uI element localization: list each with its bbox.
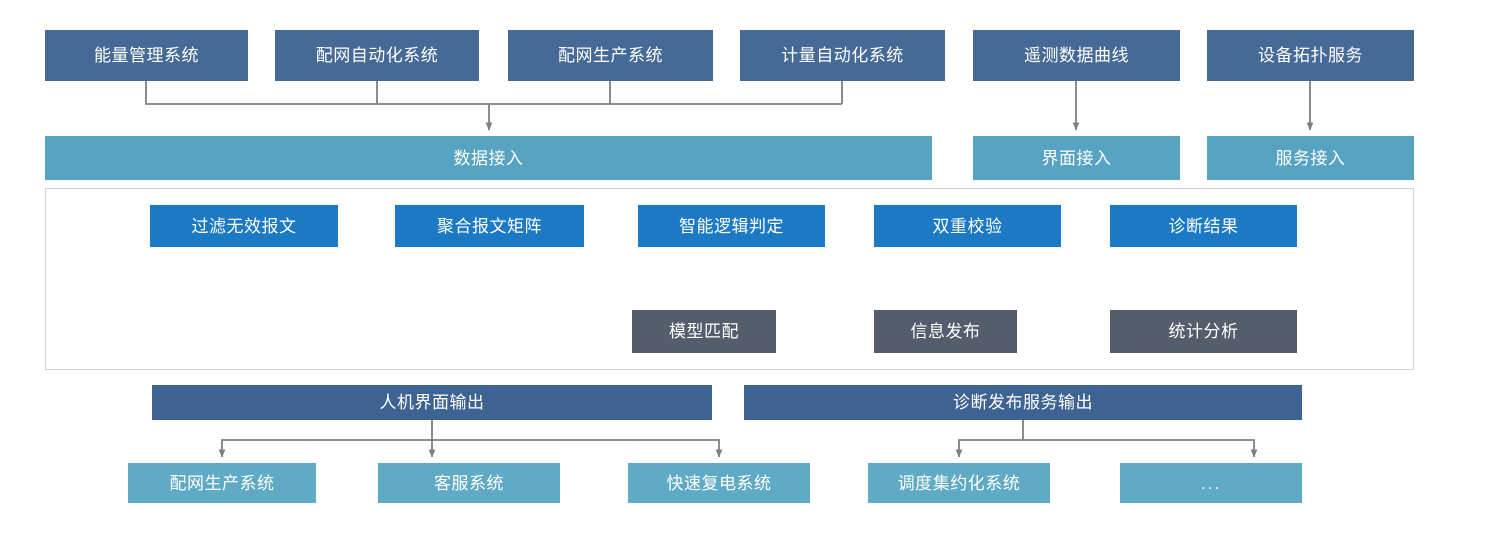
access-bar-data[interactable]: 数据接入 [45,136,932,180]
flow-step-1[interactable]: 过滤无效报文 [150,205,338,247]
flow-step-4[interactable]: 双重校验 [874,205,1061,247]
result-action-statistics[interactable]: 统计分析 [1110,310,1297,353]
access-bar-interface[interactable]: 界面接入 [973,136,1180,180]
consumer-box-2[interactable]: 客服系统 [378,463,560,503]
result-action-model-match[interactable]: 模型匹配 [632,310,776,353]
edge-src1-bus [145,81,842,105]
flow-step-5[interactable]: 诊断结果 [1110,205,1297,247]
edge-hmi-c1 [218,420,433,458]
consumer-box-1[interactable]: 配网生产系统 [128,463,316,503]
source-box-1[interactable]: 能量管理系统 [45,30,248,81]
edge-pub-c4 [955,420,1024,458]
consumer-box-5[interactable]: ... [1120,463,1302,503]
source-box-5[interactable]: 遥测数据曲线 [973,30,1180,81]
source-box-2[interactable]: 配网自动化系统 [275,30,479,81]
edge-pub-c5 [1023,439,1258,458]
output-bar-publish-service[interactable]: 诊断发布服务输出 [744,385,1302,420]
source-box-6[interactable]: 设备拓扑服务 [1207,30,1414,81]
result-action-info-publish[interactable]: 信息发布 [874,310,1017,353]
edge-hmi-c3 [432,439,723,458]
access-bar-service[interactable]: 服务接入 [1207,136,1414,180]
consumer-box-4[interactable]: 调度集约化系统 [868,463,1050,503]
flow-step-2[interactable]: 聚合报文矩阵 [395,205,584,247]
output-bar-hmi[interactable]: 人机界面输出 [152,385,712,420]
source-box-4[interactable]: 计量自动化系统 [740,30,945,81]
flow-step-3[interactable]: 智能逻辑判定 [638,205,825,247]
source-box-3[interactable]: 配网生产系统 [508,30,713,81]
consumer-box-3[interactable]: 快速复电系统 [628,463,810,503]
